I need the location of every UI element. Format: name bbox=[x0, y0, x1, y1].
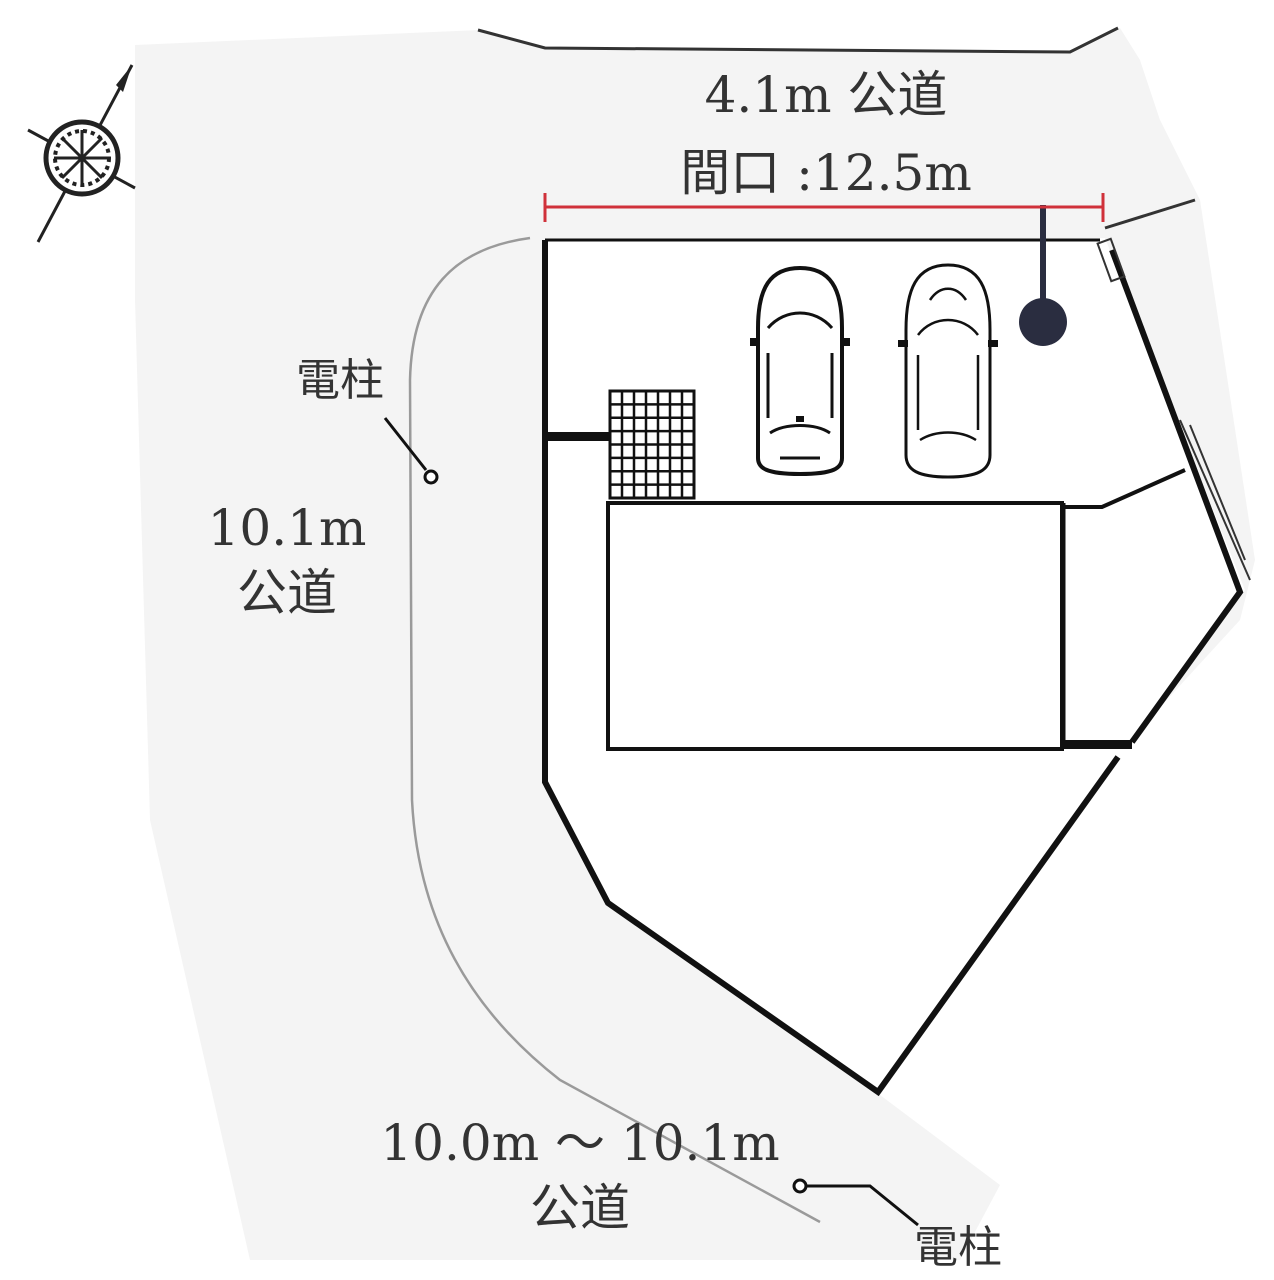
retaining-hatch bbox=[1179, 419, 1251, 581]
northeast-road-edge bbox=[1104, 198, 1196, 230]
south-pole-label: 電柱 bbox=[914, 1222, 1002, 1273]
car-icon bbox=[750, 265, 850, 477]
building-main bbox=[606, 501, 1064, 751]
south-road-type: 公道 bbox=[530, 1179, 630, 1237]
utility-pole-icon bbox=[1019, 205, 1067, 346]
frontage-dimension bbox=[543, 193, 1105, 222]
retaining-cap bbox=[1096, 237, 1126, 283]
curb-line bbox=[408, 236, 821, 1224]
north-road-edge bbox=[477, 26, 1119, 54]
west-pole-label: 電柱 bbox=[296, 355, 384, 406]
lot-boundary bbox=[542, 240, 1121, 1097]
west-road-type: 公道 bbox=[237, 564, 337, 622]
west-pole-leader bbox=[383, 417, 439, 485]
north-road-label: 4.1m 公道 bbox=[705, 66, 948, 124]
annex-base-wall bbox=[1062, 740, 1132, 749]
frontage-label: 間口 :12.5m bbox=[680, 144, 971, 202]
south-pole-leader bbox=[792, 1178, 919, 1227]
car-icon bbox=[898, 263, 998, 479]
west-road-width: 10.1m bbox=[208, 499, 367, 557]
south-road-width: 10.0m ～ 10.1m bbox=[380, 1114, 779, 1172]
grid-stair-icon bbox=[608, 389, 696, 500]
building-annex bbox=[1062, 468, 1186, 509]
lot-boundary-east bbox=[1109, 248, 1244, 744]
compass-icon bbox=[27, 64, 136, 243]
partition-wall bbox=[545, 432, 609, 441]
